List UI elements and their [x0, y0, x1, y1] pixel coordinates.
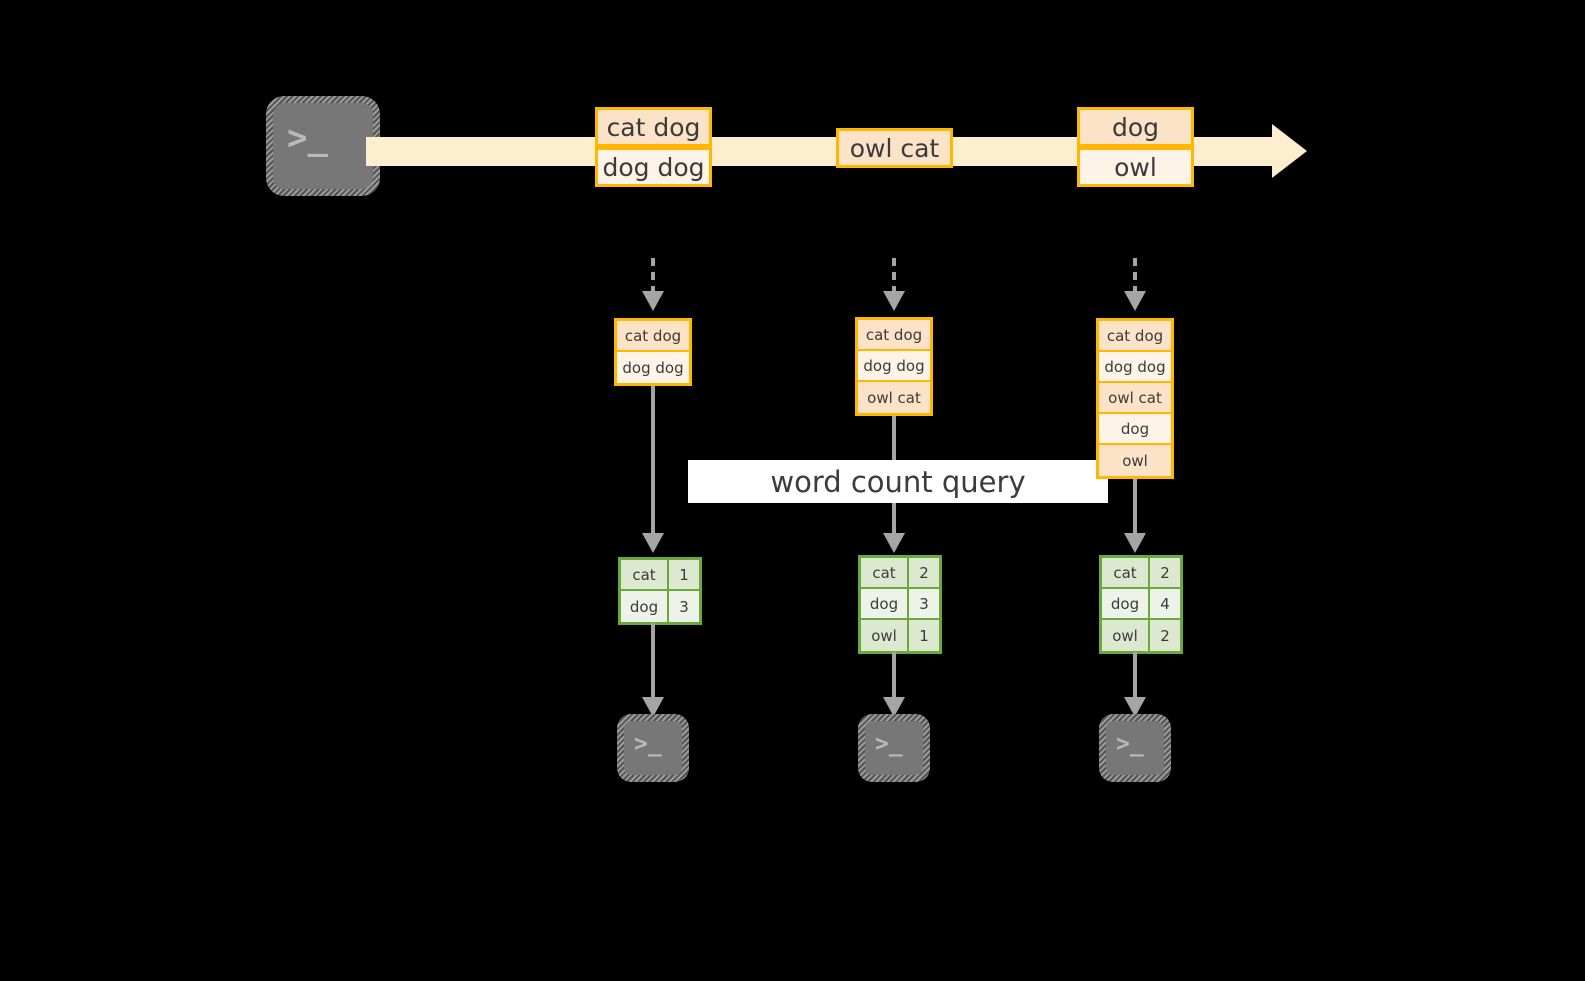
terminal-screen	[624, 721, 682, 775]
result-count: 3	[909, 589, 939, 618]
terminal-prompt-glyph: >_	[287, 118, 328, 158]
result-count: 2	[1150, 558, 1180, 587]
snapshot-event-list: cat dog dog dog owl cat dog owl	[1096, 318, 1174, 479]
result-word: dog	[1102, 589, 1150, 618]
stream-event: owl cat	[836, 128, 953, 168]
stream-event: cat dog	[595, 107, 712, 147]
table-row: cat 2	[861, 558, 939, 589]
table-row: dog 3	[861, 589, 939, 620]
consumer-terminal-icon: >_	[1099, 714, 1171, 782]
result-table: cat 1 dog 3	[618, 557, 702, 625]
snapshot-event: cat dog	[858, 320, 930, 351]
snapshot-event: owl cat	[858, 382, 930, 413]
query-flow-line	[651, 386, 655, 536]
query-flow-arrowhead	[1124, 533, 1146, 553]
result-word: dog	[621, 591, 669, 622]
result-word: owl	[1102, 620, 1150, 651]
table-row: owl 1	[861, 620, 939, 651]
query-label: word count query	[688, 460, 1108, 503]
snapshot-tap-arrowhead	[642, 291, 664, 311]
table-row: dog 4	[1102, 589, 1180, 620]
terminal-prompt-glyph: >_	[1116, 731, 1144, 757]
snapshot-event: cat dog	[617, 321, 689, 352]
result-count: 3	[669, 591, 699, 622]
snapshot-event: dog dog	[1099, 352, 1171, 383]
table-row: owl 2	[1102, 620, 1180, 651]
result-table: cat 2 dog 4 owl 2	[1099, 555, 1183, 654]
producer-terminal-icon: >_	[266, 96, 380, 196]
table-row: cat 2	[1102, 558, 1180, 589]
snapshot-event: owl	[1099, 445, 1171, 476]
consumer-terminal-icon: >_	[617, 714, 689, 782]
snapshot-event-list: cat dog dog dog owl cat	[855, 317, 933, 416]
result-flow-arrowhead	[1124, 697, 1146, 717]
result-flow-line	[892, 652, 896, 710]
result-flow-arrowhead	[642, 697, 664, 717]
query-flow-line	[1133, 478, 1137, 536]
result-word: cat	[861, 558, 909, 587]
consumer-terminal-icon: >_	[858, 714, 930, 782]
result-flow-line	[1133, 652, 1137, 710]
terminal-prompt-glyph: >_	[875, 731, 903, 757]
result-word: cat	[621, 560, 669, 589]
snapshot-event-list: cat dog dog dog	[614, 318, 692, 386]
terminal-screen	[865, 721, 923, 775]
terminal-screen	[1106, 721, 1164, 775]
result-count: 2	[1150, 620, 1180, 651]
table-row: cat 1	[621, 560, 699, 591]
stream-event: owl	[1077, 147, 1194, 187]
event-stream-arrowhead	[1272, 124, 1307, 178]
result-word: owl	[861, 620, 909, 651]
terminal-prompt-glyph: >_	[634, 731, 662, 757]
snapshot-event: owl cat	[1099, 383, 1171, 414]
result-word: cat	[1102, 558, 1150, 587]
result-word: dog	[861, 589, 909, 618]
snapshot-tap-arrowhead	[1124, 291, 1146, 311]
snapshot-event: dog dog	[617, 352, 689, 383]
snapshot-event: dog dog	[858, 351, 930, 382]
result-table: cat 2 dog 3 owl 1	[858, 555, 942, 654]
query-flow-arrowhead	[883, 533, 905, 553]
query-flow-arrowhead	[642, 533, 664, 553]
result-count: 2	[909, 558, 939, 587]
terminal-screen	[273, 103, 373, 189]
stream-event: dog	[1077, 107, 1194, 147]
snapshot-tap-line	[1133, 258, 1137, 294]
snapshot-tap-line	[892, 258, 896, 294]
stream-event: dog dog	[595, 147, 712, 187]
snapshot-tap-line	[651, 258, 655, 294]
snapshot-tap-arrowhead	[883, 291, 905, 311]
result-count: 4	[1150, 589, 1180, 618]
result-flow-arrowhead	[883, 697, 905, 717]
table-row: dog 3	[621, 591, 699, 622]
snapshot-event: cat dog	[1099, 321, 1171, 352]
result-count: 1	[669, 560, 699, 589]
result-flow-line	[651, 623, 655, 710]
result-count: 1	[909, 620, 939, 651]
snapshot-event: dog	[1099, 414, 1171, 445]
